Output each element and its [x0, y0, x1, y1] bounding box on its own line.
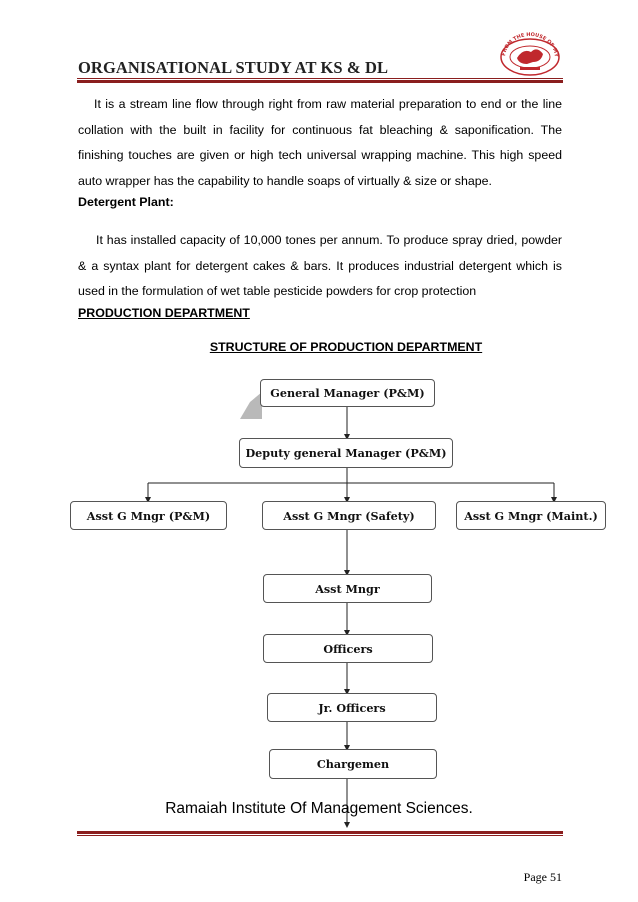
paragraph-detergent-plant: It has installed capacity of 10,000 tone…: [78, 233, 562, 298]
paragraph-soap-plant: It is a stream line flow through right f…: [78, 97, 562, 188]
header-title: ORGANISATIONAL STUDY AT KS & DL: [78, 58, 389, 77]
structure-heading: STRUCTURE OF PRODUCTION DEPARTMENT: [209, 340, 483, 354]
page-number: Page 51: [523, 870, 562, 884]
header-rule-thick: [77, 80, 563, 83]
footer-rule-thin: [77, 835, 563, 836]
header-rule-thin: [77, 78, 563, 79]
box-asst-mngr: Asst Mngr: [263, 574, 432, 603]
box-jr-officers: Jr. Officers: [267, 693, 437, 722]
box-asst-gm-pm: Asst G Mngr (P&M): [70, 501, 227, 530]
detergent-plant-heading: Detergent Plant:: [78, 195, 174, 209]
company-logo: FROM THE HOUSE OF MYSORE SANDAL: [497, 30, 560, 76]
production-department-heading: PRODUCTION DEPARTMENT: [78, 306, 250, 320]
footer-rule-thick: [77, 831, 563, 834]
box-deputy-general-manager: Deputy general Manager (P&M): [239, 438, 453, 468]
footer-institute: Ramaiah Institute Of Management Sciences…: [165, 800, 473, 817]
box-chargemen: Chargemen: [269, 749, 437, 779]
box-asst-gm-safety: Asst G Mngr (Safety): [262, 501, 436, 530]
box-general-manager: General Manager (P&M): [260, 379, 435, 407]
box-officers: Officers: [263, 634, 433, 663]
box-asst-gm-maint: Asst G Mngr (Maint.): [456, 501, 606, 530]
